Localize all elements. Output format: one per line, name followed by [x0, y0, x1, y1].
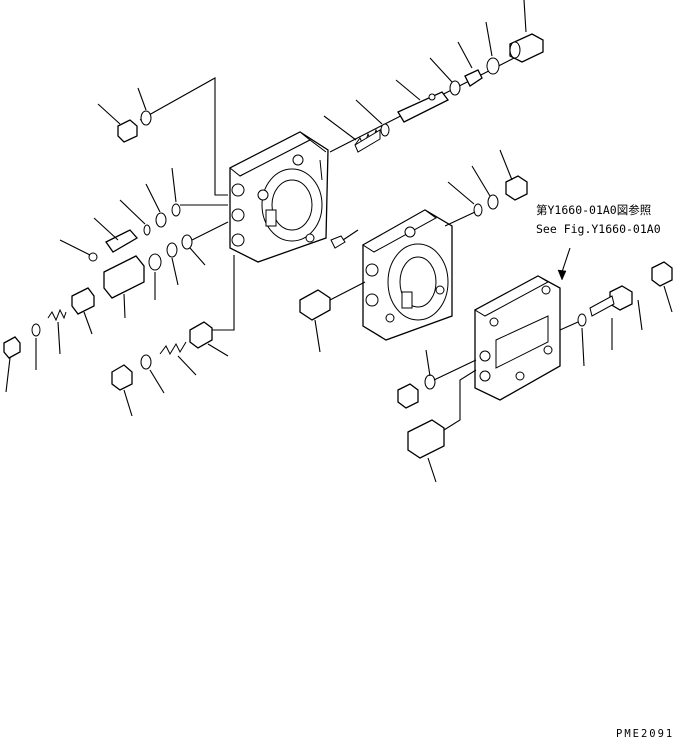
small-plug: [330, 235, 346, 249]
left-parts: [3, 77, 235, 391]
reference-text-en: See Fig.Y1660-01A0: [536, 222, 661, 236]
right-valve-body: [362, 209, 453, 341]
spool-chain: [329, 33, 544, 153]
cover-parts: [397, 261, 673, 459]
right-body-parts: [299, 175, 528, 321]
cover-plate: [473, 275, 561, 401]
reference-text-jp: 第Y1660-01A0図参照: [536, 203, 651, 217]
leader-lines: [5, 0, 673, 483]
drawing-code: PME2091: [616, 728, 674, 740]
left-valve-body: [229, 131, 329, 263]
